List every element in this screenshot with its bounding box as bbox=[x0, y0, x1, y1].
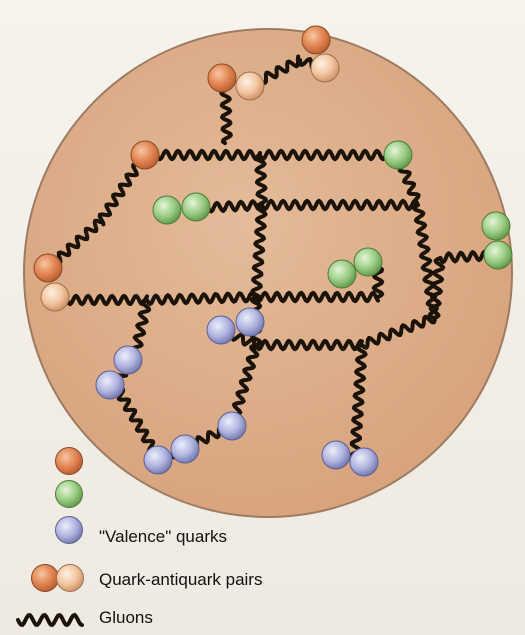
green-quark bbox=[153, 196, 181, 224]
legend-blue-quark-icon bbox=[56, 517, 83, 544]
blue-quark bbox=[171, 435, 199, 463]
green-quark bbox=[354, 248, 382, 276]
legend-pairs-label: Quark-antiquark pairs bbox=[99, 570, 262, 589]
peach-antiquark bbox=[41, 283, 69, 311]
orange-quark bbox=[34, 254, 62, 282]
legend-green-quark-icon bbox=[56, 481, 83, 508]
blue-quark bbox=[144, 446, 172, 474]
orange-quark bbox=[131, 141, 159, 169]
legend-gluon-icon bbox=[18, 615, 82, 625]
orange-quark bbox=[302, 26, 330, 54]
peach-antiquark bbox=[311, 54, 339, 82]
green-quark bbox=[484, 241, 512, 269]
green-quark bbox=[328, 260, 356, 288]
blue-quark bbox=[322, 441, 350, 469]
green-quark bbox=[482, 212, 510, 240]
proton-disk bbox=[24, 29, 512, 517]
gluon-line bbox=[262, 201, 418, 209]
blue-quark bbox=[236, 308, 264, 336]
green-quark bbox=[384, 141, 412, 169]
legend-valence-label: "Valence" quarks bbox=[99, 527, 227, 546]
legend-antiquark-icon bbox=[57, 565, 84, 592]
blue-quark bbox=[350, 448, 378, 476]
legend-orange-quark-icon bbox=[56, 448, 83, 475]
blue-quark bbox=[207, 316, 235, 344]
legend-gluons-label: Gluons bbox=[99, 608, 153, 627]
blue-quark bbox=[218, 412, 246, 440]
green-quark bbox=[182, 193, 210, 221]
blue-quark bbox=[96, 371, 124, 399]
legend-quark-icon bbox=[32, 565, 59, 592]
blue-quark bbox=[114, 346, 142, 374]
peach-antiquark bbox=[236, 72, 264, 100]
orange-quark bbox=[208, 64, 236, 92]
